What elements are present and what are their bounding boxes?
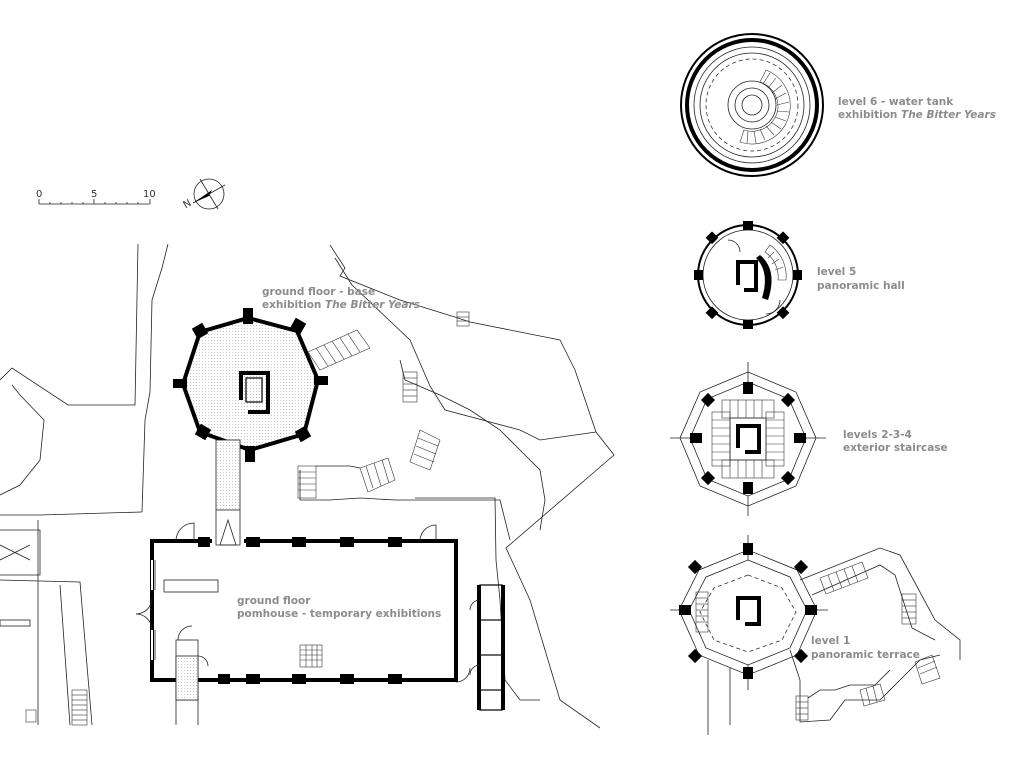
label-levels234: levels 2-3-4 exterior staircase bbox=[843, 429, 948, 454]
label-level6: level 6 - water tank exhibition The Bitt… bbox=[838, 96, 996, 121]
north-letter: N bbox=[182, 198, 194, 211]
pomhouse-building bbox=[135, 522, 505, 725]
label-ground-floor-base-line1: ground floor - base bbox=[262, 286, 375, 298]
exterior-stairs bbox=[297, 371, 441, 499]
ground-floor-base-tower bbox=[173, 308, 371, 546]
levels234-exterior-staircase bbox=[670, 362, 826, 516]
scale-tick-0: 0 bbox=[36, 189, 42, 200]
label-ground-floor-base-line2: exhibition The Bitter Years bbox=[262, 299, 420, 311]
label-levels234-line1: levels 2-3-4 bbox=[843, 429, 912, 441]
label-level1: level 1 panoramic terrace bbox=[811, 635, 920, 661]
label-level5-line1: level 5 bbox=[817, 266, 856, 278]
label-ground-floor-pomhouse: ground floor pomhouse - temporary exhibi… bbox=[237, 595, 441, 620]
level1-panoramic-terrace bbox=[670, 535, 961, 735]
label-level5: level 5 panoramic hall bbox=[817, 266, 905, 292]
label-level6-line2: exhibition The Bitter Years bbox=[838, 109, 996, 121]
label-levels234-line2: exterior staircase bbox=[843, 442, 948, 454]
scale-bar: 0 5 10 bbox=[36, 189, 156, 205]
label-pomhouse-line1: ground floor bbox=[237, 595, 311, 607]
label-pomhouse-line2: pomhouse - temporary exhibitions bbox=[237, 608, 441, 620]
scale-tick-10: 10 bbox=[143, 189, 156, 200]
site-context bbox=[0, 243, 615, 729]
label-ground-floor-base: ground floor - base exhibition The Bitte… bbox=[262, 286, 420, 311]
label-level1-line2: panoramic terrace bbox=[811, 649, 920, 661]
north-arrow-icon: N bbox=[182, 178, 226, 211]
level6-water-tank bbox=[680, 33, 824, 177]
scale-tick-5: 5 bbox=[91, 189, 97, 200]
label-level5-line2: panoramic hall bbox=[817, 280, 905, 292]
label-level1-line1: level 1 bbox=[811, 635, 850, 647]
label-level6-line1: level 6 - water tank bbox=[838, 96, 954, 108]
level5-panoramic-hall bbox=[694, 221, 802, 329]
